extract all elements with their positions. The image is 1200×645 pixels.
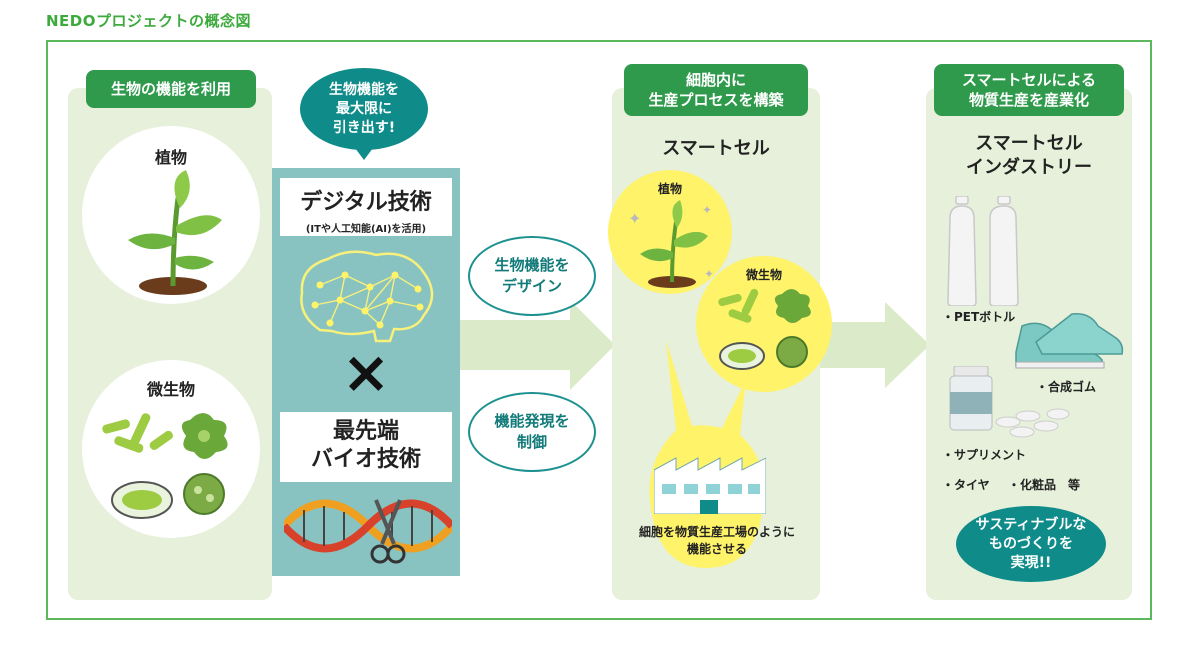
design-oval-line2: デザイン (501, 277, 562, 295)
header-industry-line1: スマートセルによる (961, 71, 1097, 89)
header-smart-cell-line1: 細胞内に (685, 71, 746, 89)
arrow-to-smartcell (450, 300, 615, 390)
digital-tech-title: デジタル技術 (300, 190, 432, 215)
control-oval: 機能発現を 制御 (468, 392, 596, 472)
brain-network-icon (300, 250, 434, 343)
smart-plant-circle (608, 170, 732, 294)
sustainable-bubble-line3: 実現!! (1010, 554, 1052, 571)
header-biological-function: 生物の機能を利用 (86, 70, 256, 108)
maximize-bubble-line1: 生物機能を (329, 81, 399, 98)
smart-plant-label: 植物 (657, 182, 682, 196)
maximize-bubble-line2: 最大限に (336, 100, 392, 117)
svg-text:✦: ✦ (702, 203, 712, 217)
biotech-line1: 最先端 (332, 419, 399, 444)
biotech-line2: バイオ技術 (310, 447, 421, 472)
design-oval-line1: 生物機能を (494, 256, 570, 274)
header-smart-cell-line2: 生産プロセスを構築 (648, 91, 784, 109)
maximize-bubble-line3: 引き出す! (332, 119, 396, 136)
header-biological-function-text: 生物の機能を利用 (110, 80, 231, 98)
smart-microbe-circle (696, 256, 832, 392)
microbe-icon (102, 413, 228, 519)
industry-title-line1: スマートセル (975, 133, 1083, 154)
biotech-box: 最先端 バイオ技術 (280, 412, 452, 482)
item-cosmetics: ・化粧品 等 (1008, 478, 1081, 492)
smart-microbe-icon (718, 288, 811, 370)
header-industry-line2: 物質生産を産業化 (968, 91, 1089, 109)
plant-icon (128, 170, 222, 295)
control-oval-line2: 制御 (516, 433, 547, 451)
sustainable-bubble: サスティナブルな ものづくりを 実現!! (956, 506, 1106, 582)
maximize-bubble: 生物機能を 最大限に 引き出す! (300, 68, 428, 150)
factory-caption-line2: 機能させる (686, 542, 747, 556)
sustainable-bubble-line2: ものづくりを (989, 535, 1073, 552)
header-smart-cell: 細胞内に 生産プロセスを構築 (624, 64, 808, 116)
header-industry: スマートセルによる 物質生産を産業化 (934, 64, 1124, 116)
svg-text:✦: ✦ (704, 267, 714, 281)
scissors-icon (370, 499, 406, 564)
smart-plant-icon: ✦ ✦ ✦ (628, 200, 714, 288)
item-synthetic-rubber: ・合成ゴム (1036, 380, 1097, 394)
pet-bottle-icon (947, 196, 1019, 306)
item-tire: ・タイヤ (942, 478, 990, 492)
dna-helix-icon (284, 499, 452, 553)
arrow-to-industry (815, 302, 930, 388)
sneaker-icon (1015, 313, 1124, 369)
industry-title: スマートセル インダストリー (926, 132, 1132, 180)
page-title: NEDOプロジェクトの概念図 (46, 12, 252, 30)
design-oval: 生物機能を デザイン (468, 236, 596, 316)
diagram-frame (46, 40, 1152, 620)
cross-symbol: × (341, 338, 391, 406)
industry-title-line2: インダストリー (966, 157, 1092, 178)
sustainable-bubble-line1: サスティナブルな (975, 516, 1087, 533)
svg-text:✦: ✦ (628, 209, 641, 228)
item-pet-bottle: ・PETボトル (942, 310, 1016, 324)
microbe-label: 微生物 (146, 380, 195, 399)
digital-tech-box: デジタル技術 (ITや人工知能(AI)を活用) (280, 178, 452, 236)
factory-caption-line1: 細胞を物質生産工場のように (638, 525, 795, 539)
supplement-icon (949, 366, 1070, 438)
digital-tech-subtitle: (ITや人工知能(AI)を活用) (305, 224, 427, 235)
smart-cell-title: スマートセル (662, 138, 770, 159)
smart-microbe-label: 微生物 (745, 268, 782, 282)
factory-caption: 細胞を物質生産工場のように 機能させる (622, 524, 812, 558)
plant-label: 植物 (154, 148, 187, 167)
microbe-circle (82, 360, 260, 538)
item-supplement: ・サプリメント (942, 448, 1027, 462)
factory-icon (654, 457, 766, 514)
control-oval-line1: 機能発現を (494, 412, 570, 430)
bubble-pointer (352, 144, 376, 160)
